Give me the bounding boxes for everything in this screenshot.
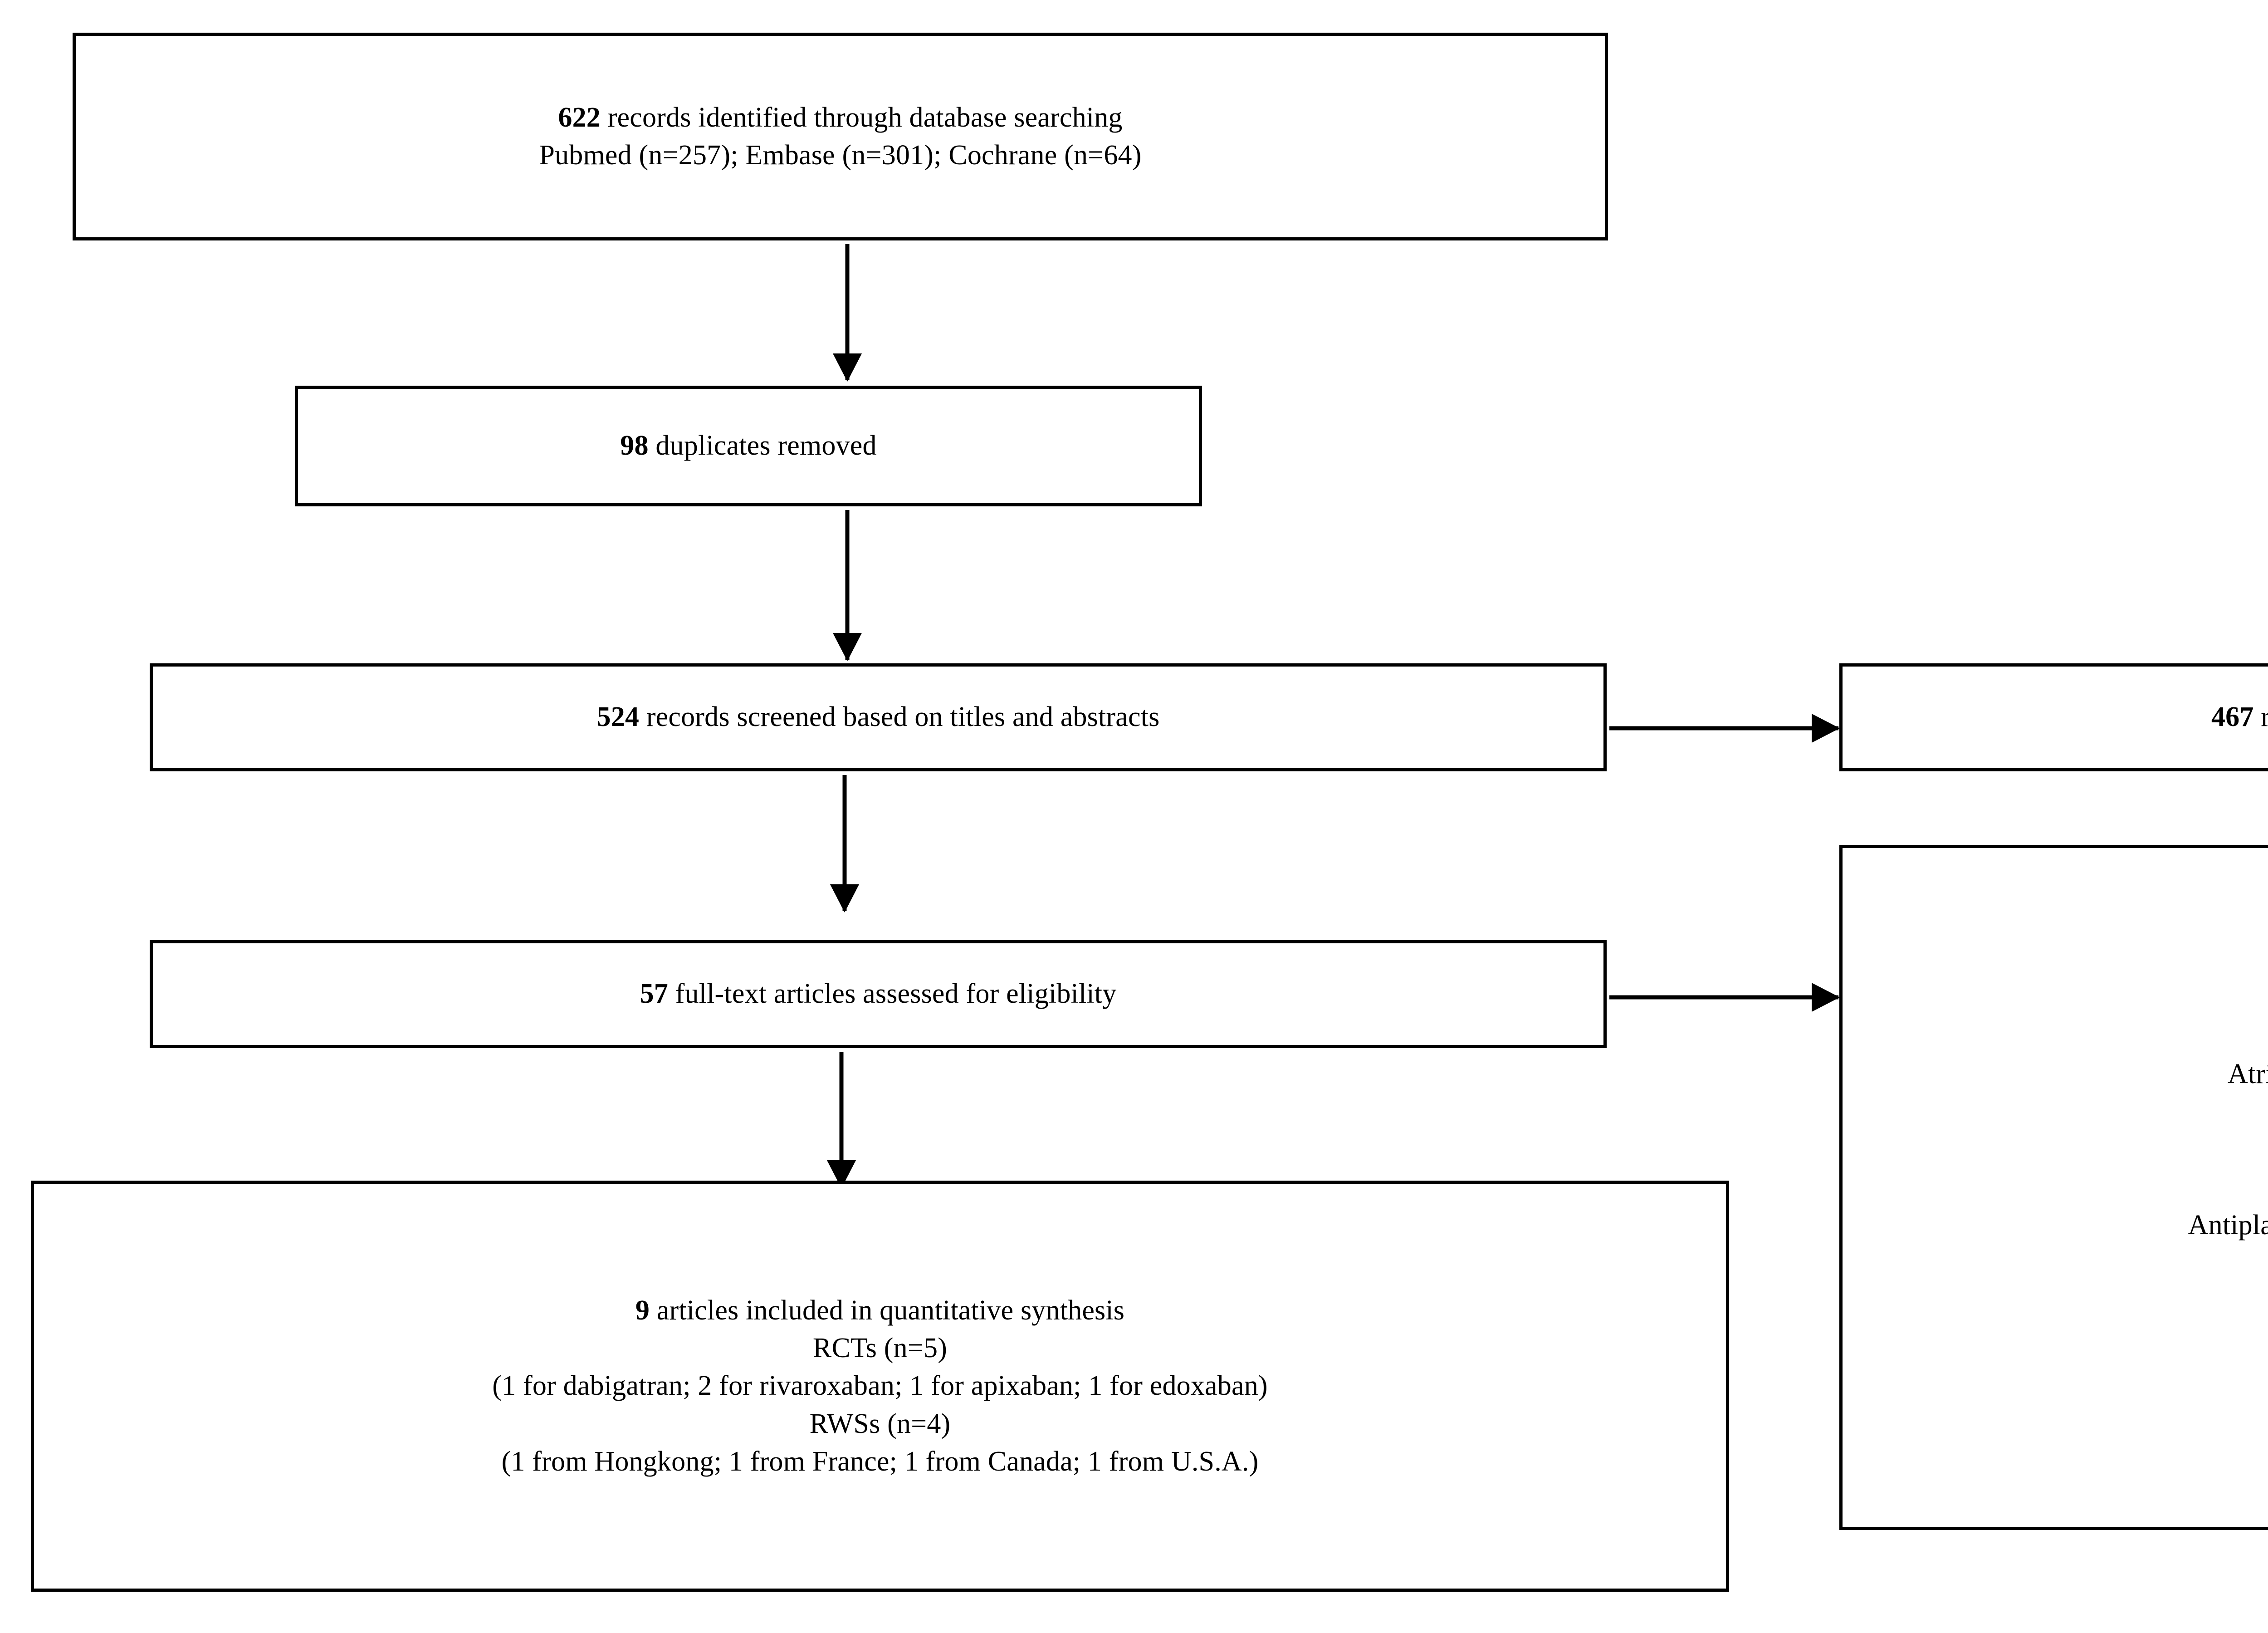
arrow-head-down-icon <box>833 353 862 382</box>
arrow-shaft <box>842 775 847 911</box>
box-records-screened: 524 records screened based on titles and… <box>150 663 1607 771</box>
line-text: full-text articles assessed for eligibil… <box>668 978 1117 1010</box>
box-records-identified: 622 records identified through database … <box>73 33 1608 240</box>
line-text: Atrial fibrillation and complication pat… <box>2228 1059 2268 1090</box>
box-fulltext-assessed: 57 full-text articles assessed for eligi… <box>150 940 1607 1048</box>
line-text: Antiplatelet agents or placebo or NOACs … <box>2188 1209 2268 1241</box>
line-text: records screened based on titles and abs… <box>639 701 1160 733</box>
line-count: 467 <box>2211 701 2254 733</box>
box-line: 524 records screened based on titles and… <box>597 698 1160 736</box>
box-line: 467 records excluded by titles and abstr… <box>2211 698 2268 736</box>
box-line: RWSs (n=4) <box>810 1405 951 1443</box>
line-text: (1 from Hongkong; 1 from France; 1 from … <box>501 1446 1259 1477</box>
box-line: 98 duplicates removed <box>620 427 876 465</box>
line-text: articles included in quantitative synthe… <box>650 1295 1125 1326</box>
arrow-shaft <box>845 510 850 660</box>
arrow-shaft <box>845 244 850 380</box>
line-count: 622 <box>558 102 601 133</box>
line-text: records excluded by titles and abstracts… <box>2261 701 2268 733</box>
arrow-shaft <box>1609 726 1838 731</box>
box-line: RCTs (n=5) <box>813 1329 947 1367</box>
box-line: Antiplatelet agents or placebo or NOACs … <box>2188 1206 2268 1244</box>
line-text: duplicates removed <box>648 430 877 461</box>
arrow-shaft <box>839 1052 844 1187</box>
box-line: Pubmed (n=257); Embase (n=301); Cochrane… <box>539 137 1141 174</box>
box-articles-included: 9 articles included in quantitative synt… <box>31 1181 1729 1592</box>
box-line: 57 full-text articles assessed for eligi… <box>640 975 1117 1013</box>
box-duplicates-removed: 98 duplicates removed <box>295 386 1202 506</box>
box-line: (1 for dabigatran; 2 for rivaroxaban; 1 … <box>492 1367 1268 1405</box>
line-count: 9 <box>635 1295 650 1326</box>
box-line: 9 articles included in quantitative synt… <box>635 1292 1124 1329</box>
line-text: (1 for dabigatran; 2 for rivaroxaban; 1 … <box>492 1370 1268 1402</box>
line-count: 57 <box>640 978 668 1010</box>
line-text: records identified through database sear… <box>601 102 1123 133</box>
box-excluded-titles-abstracts: 467 records excluded by titles and abstr… <box>1839 663 2268 771</box>
box-excluded-fulltext: 48 full-text articles excluded Atrial fi… <box>1839 845 2268 1530</box>
box-line: 622 records identified through database … <box>558 99 1122 137</box>
arrow-head-right-icon <box>1812 983 1840 1012</box>
arrow-shaft <box>1609 995 1838 1000</box>
line-count: 524 <box>596 701 640 733</box>
line-count: 98 <box>620 430 649 461</box>
line-text: RCTs (n=5) <box>812 1333 948 1364</box>
arrow-head-right-icon <box>1812 714 1840 743</box>
box-line: (1 from Hongkong; 1 from France; 1 from … <box>502 1443 1259 1481</box>
line-text: RWSs (n=4) <box>809 1408 951 1439</box>
arrow-head-down-icon <box>830 884 859 912</box>
arrow-head-down-icon <box>833 633 862 661</box>
line-text: Pubmed (n=257); Embase (n=301); Cochrane… <box>539 140 1142 171</box>
box-line: Atrial fibrillation and complication pat… <box>2228 1055 2268 1093</box>
